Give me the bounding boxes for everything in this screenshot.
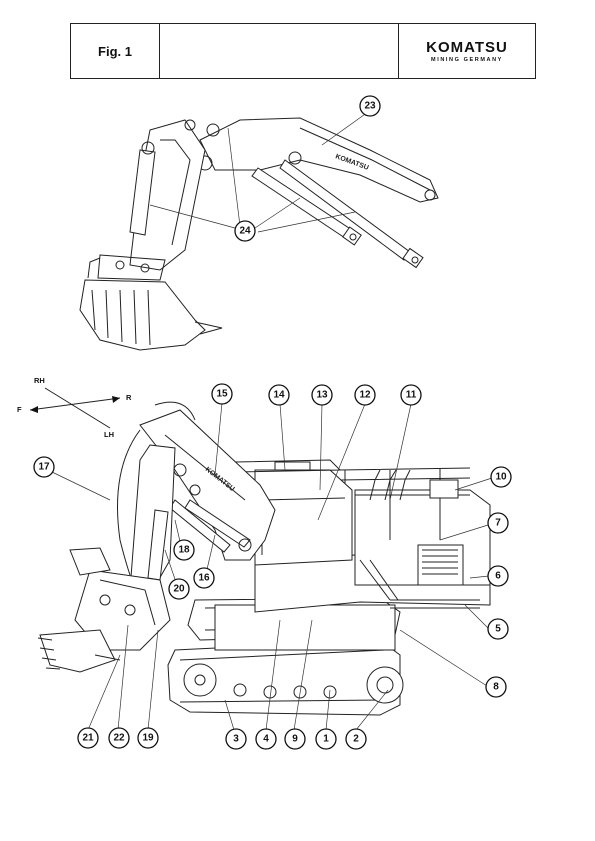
callout-12: 12 [354, 384, 376, 406]
callout-14: 14 [268, 384, 290, 406]
top-attachment-drawing: KOMATSU [79, 117, 439, 351]
svg-text:11: 11 [406, 390, 417, 401]
direction-indicator: RH R F LH [17, 376, 132, 439]
callout-11: 11 [400, 384, 422, 406]
svg-text:24: 24 [239, 226, 251, 237]
excavator-drawing: KOMATSU [37, 401, 491, 716]
svg-text:1: 1 [323, 734, 329, 745]
svg-text:2: 2 [353, 734, 359, 745]
svg-text:22: 22 [113, 733, 125, 744]
callout-20: 20 [168, 578, 190, 600]
callout-1: 1 [315, 728, 337, 750]
svg-text:4: 4 [263, 734, 269, 745]
top-leaders [149, 111, 369, 233]
callout-19: 19 [137, 727, 159, 749]
svg-text:23: 23 [364, 101, 376, 112]
svg-text:20: 20 [173, 584, 185, 595]
svg-text:6: 6 [495, 571, 501, 582]
svg-text:15: 15 [216, 389, 228, 400]
callout-13: 13 [311, 384, 333, 406]
figure-label: Fig. 1 [71, 24, 160, 78]
logo-text: KOMATSU [426, 39, 508, 56]
svg-text:14: 14 [273, 390, 285, 401]
svg-text:3: 3 [233, 734, 239, 745]
callout-6: 6 [487, 565, 509, 587]
dir-r: R [126, 393, 132, 402]
dir-rh: RH [34, 376, 45, 385]
svg-text:5: 5 [495, 624, 501, 635]
callout-16: 16 [193, 567, 215, 589]
callout-23: 23 [359, 95, 381, 117]
callout-3: 3 [225, 728, 247, 750]
svg-text:17: 17 [38, 462, 50, 473]
dir-f: F [17, 405, 22, 414]
svg-text:18: 18 [178, 545, 190, 556]
svg-text:21: 21 [82, 733, 94, 744]
callout-7: 7 [487, 512, 509, 534]
callout-2: 2 [345, 728, 367, 750]
svg-text:16: 16 [198, 573, 210, 584]
callout-18: 18 [173, 539, 195, 561]
dir-lh: LH [104, 430, 114, 439]
header-box: Fig. 1 KOMATSU MINING GERMANY [70, 23, 536, 79]
callout-9: 9 [284, 728, 306, 750]
svg-text:13: 13 [316, 390, 328, 401]
komatsu-logo: KOMATSU MINING GERMANY [399, 24, 535, 78]
callout-8: 8 [485, 676, 507, 698]
svg-text:19: 19 [142, 733, 154, 744]
callout-5: 5 [487, 618, 509, 640]
header-title-cell [160, 24, 399, 78]
svg-text:8: 8 [493, 682, 499, 693]
callout-4: 4 [255, 728, 277, 750]
callout-21: 21 [77, 727, 99, 749]
svg-text:7: 7 [495, 518, 501, 529]
callout-10: 10 [490, 466, 512, 488]
callout-24: 24 [234, 220, 256, 242]
callout-22: 22 [108, 727, 130, 749]
svg-text:10: 10 [495, 472, 507, 483]
bottom-leaders [51, 402, 493, 731]
svg-text:12: 12 [359, 390, 371, 401]
svg-text:9: 9 [292, 734, 298, 745]
callout-17: 17 [33, 456, 55, 478]
callout-15: 15 [211, 383, 233, 405]
logo-subtext: MINING GERMANY [431, 57, 503, 63]
